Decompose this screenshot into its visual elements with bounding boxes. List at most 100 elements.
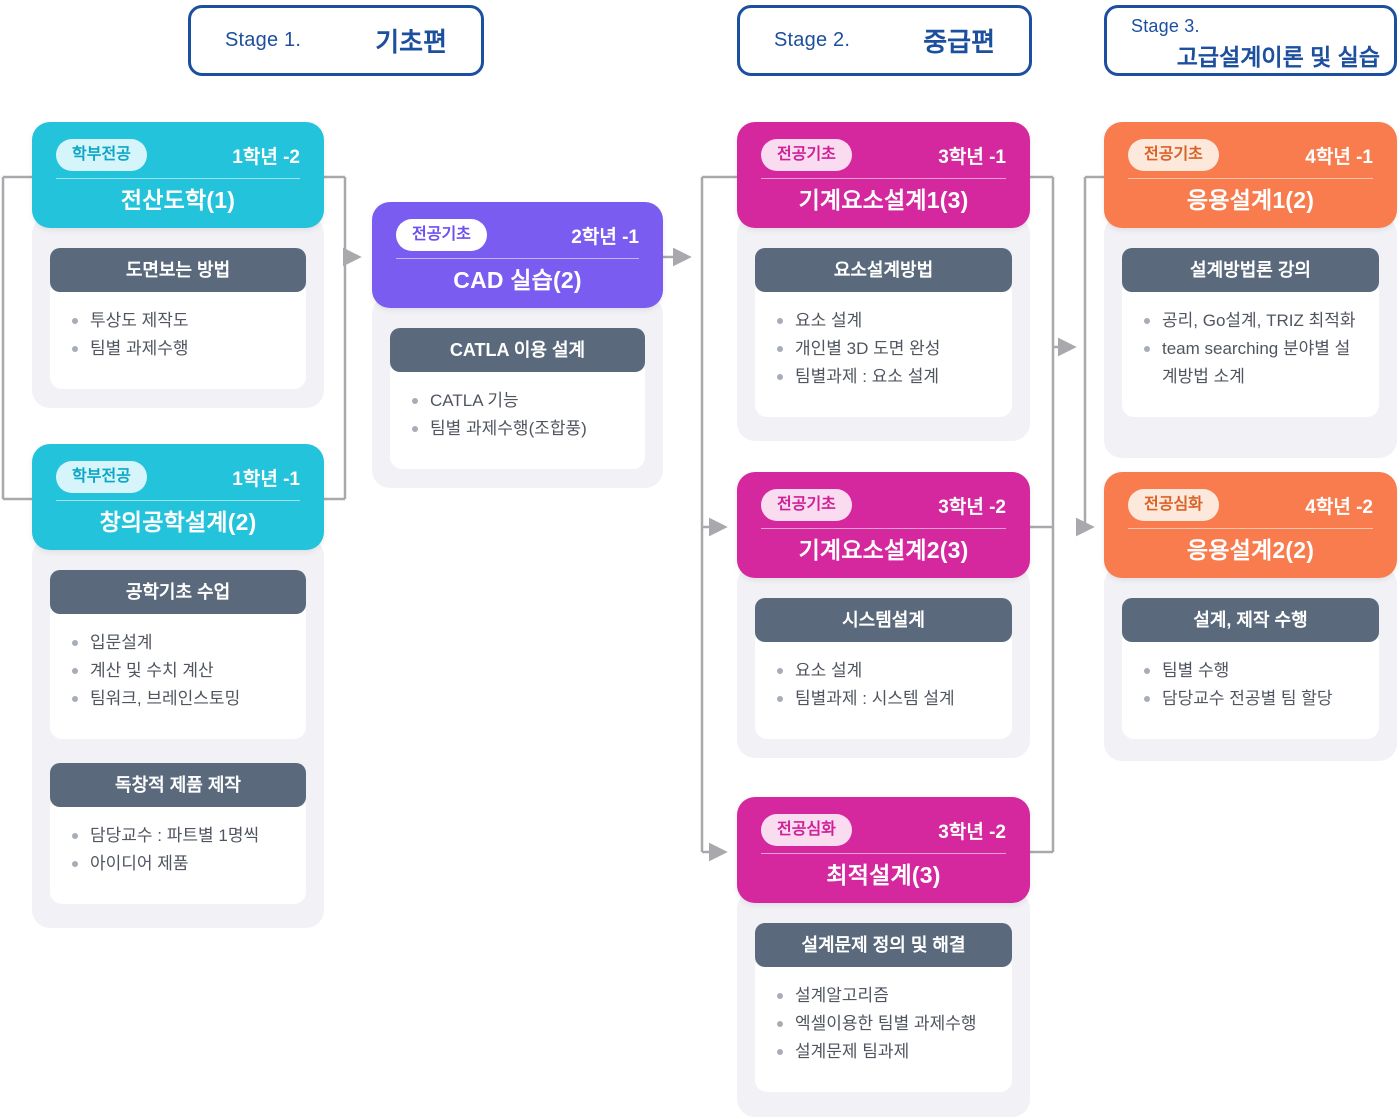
bullet-box: 공리, Go설계, TRIZ 최적화 team searching 분야별 설계…	[1122, 280, 1379, 417]
bullet-dot	[72, 833, 78, 839]
course-title: 전산도학(1)	[120, 187, 236, 213]
card-header: 전공기초 4학년 -1 응용설계1(2)	[1104, 122, 1397, 228]
bullet-item: 아이디어 제품	[72, 850, 288, 878]
course-title: 최적설계(3)	[826, 862, 941, 888]
card-header: 전공기초 3학년 -2 기계요소설계2(3)	[737, 472, 1030, 578]
term-label: 3학년 -2	[938, 821, 1006, 843]
course-card-yoso2: 전공기초 3학년 -2 기계요소설계2(3) 시스템설계 요소 설계 팀별과제 …	[737, 472, 1030, 758]
course-title: 응용설계1(2)	[1186, 187, 1315, 213]
card-header: 전공심화 4학년 -2 응용설계2(2)	[1104, 472, 1397, 578]
bullet-dot	[1144, 318, 1150, 324]
category-badge: 전공기초	[1128, 139, 1219, 171]
header-divider	[1128, 178, 1373, 179]
course-title: 기계요소설계1(3)	[798, 187, 969, 213]
category-badge: 전공기초	[761, 139, 852, 171]
card-header: 학부전공 1학년 -2 전산도학(1)	[32, 122, 324, 228]
bullet-item: 엑셀이용한 팀별 과제수행	[777, 1010, 994, 1038]
bullet-item: 계산 및 수치 계산	[72, 657, 288, 685]
section-heading: 도면보는 방법	[50, 248, 306, 292]
bullet-item: 설계알고리즘	[777, 982, 994, 1010]
bullet-dot	[1144, 668, 1150, 674]
course-section: 공학기초 수업 입문설계 계산 및 수치 계산 팀워크, 브레인스토밍	[50, 570, 306, 739]
header-divider	[761, 853, 1006, 854]
header-divider	[56, 500, 300, 501]
bullet-item: 담당교수 전공별 팀 할당	[1144, 685, 1361, 713]
course-section: 독창적 제품 제작 담당교수 : 파트별 1명씩 아이디어 제품	[50, 763, 306, 904]
course-card-choejeok: 전공심화 3학년 -2 최적설계(3) 설계문제 정의 및 해결 설계알고리즘 …	[737, 797, 1030, 1117]
category-badge: 전공심화	[761, 814, 852, 846]
header-divider	[396, 258, 639, 259]
bullet-item: 설계문제 팀과제	[777, 1038, 994, 1066]
term-label: 1학년 -2	[232, 146, 300, 168]
category-badge: 전공기초	[761, 489, 852, 521]
card-body: 설계문제 정의 및 해결 설계알고리즘 엑셀이용한 팀별 과제수행 설계문제 팀…	[737, 891, 1030, 1117]
bullet-item: 요소 설계	[777, 657, 994, 685]
course-card-yoso1: 전공기초 3학년 -1 기계요소설계1(3) 요소설계방법 요소 설계 개인별 …	[737, 122, 1030, 441]
course-section: 설계문제 정의 및 해결 설계알고리즘 엑셀이용한 팀별 과제수행 설계문제 팀…	[755, 923, 1012, 1092]
course-card-cad: 전공기초 2학년 -1 CAD 실습(2) CATLA 이용 설계 CATLA …	[372, 202, 663, 488]
bullet-dot	[777, 346, 783, 352]
term-label: 2학년 -1	[571, 226, 639, 248]
bullet-dot	[777, 1021, 783, 1027]
bullet-dot	[777, 696, 783, 702]
category-badge: 학부전공	[56, 139, 147, 171]
bullet-dot	[777, 318, 783, 324]
course-card-eungyong1: 전공기초 4학년 -1 응용설계1(2) 설계방법론 강의 공리, Go설계, …	[1104, 122, 1397, 458]
header-divider	[761, 528, 1006, 529]
category-badge: 전공심화	[1128, 489, 1219, 521]
term-label: 4학년 -2	[1305, 496, 1373, 518]
course-section: 시스템설계 요소 설계 팀별과제 : 시스템 설계	[755, 598, 1012, 739]
category-badge: 전공기초	[396, 219, 487, 251]
card-body: CATLA 이용 설계 CATLA 기능 팀별 과제수행(조합풍)	[372, 296, 663, 488]
card-body: 설계, 제작 수행 팀별 수행 담당교수 전공별 팀 할당	[1104, 566, 1397, 761]
card-body: 도면보는 방법 투상도 제작도 팀별 과제수행	[32, 216, 324, 408]
bullet-dot	[72, 318, 78, 324]
bullet-item: 공리, Go설계, TRIZ 최적화	[1144, 307, 1361, 335]
section-heading: 설계방법론 강의	[1122, 248, 1379, 292]
header-divider	[1128, 528, 1373, 529]
bullet-box: 요소 설계 개인별 3D 도면 완성 팀별과제 : 요소 설계	[755, 280, 1012, 417]
stage-2-header: Stage 2. 중급편	[737, 5, 1032, 76]
bullet-item: 팀별과제 : 요소 설계	[777, 363, 994, 391]
card-body: 시스템설계 요소 설계 팀별과제 : 시스템 설계	[737, 566, 1030, 758]
term-label: 3학년 -2	[938, 496, 1006, 518]
section-heading: 독창적 제품 제작	[50, 763, 306, 807]
bullet-box: 담당교수 : 파트별 1명씩 아이디어 제품	[50, 795, 306, 904]
bullet-dot	[412, 398, 418, 404]
bullet-item: 팀워크, 브레인스토밍	[72, 685, 288, 713]
bullet-dot	[1144, 346, 1150, 352]
section-heading: 설계, 제작 수행	[1122, 598, 1379, 642]
card-header: 학부전공 1학년 -1 창의공학설계(2)	[32, 444, 324, 550]
bullet-dot	[72, 696, 78, 702]
bullet-item: 팀별 수행	[1144, 657, 1361, 685]
bullet-item: 투상도 제작도	[72, 307, 288, 335]
course-section: CATLA 이용 설계 CATLA 기능 팀별 과제수행(조합풍)	[390, 328, 645, 469]
bullet-item: 입문설계	[72, 629, 288, 657]
term-label: 3학년 -1	[938, 146, 1006, 168]
bullet-dot	[777, 993, 783, 999]
card-header: 전공심화 3학년 -2 최적설계(3)	[737, 797, 1030, 903]
course-title: 기계요소설계2(3)	[798, 537, 969, 563]
bullet-dot	[72, 861, 78, 867]
course-title: 창의공학설계(2)	[99, 509, 257, 535]
stage-3-header: Stage 3. 고급설계이론 및 실습	[1104, 5, 1397, 76]
stage-3-label: Stage 3.	[1131, 16, 1200, 36]
bullet-box: CATLA 기능 팀별 과제수행(조합풍)	[390, 360, 645, 469]
course-section: 설계, 제작 수행 팀별 수행 담당교수 전공별 팀 할당	[1122, 598, 1379, 739]
bullet-box: 설계알고리즘 엑셀이용한 팀별 과제수행 설계문제 팀과제	[755, 955, 1012, 1092]
card-body: 공학기초 수업 입문설계 계산 및 수치 계산 팀워크, 브레인스토밍 독창적 …	[32, 538, 324, 928]
bullet-dot	[777, 668, 783, 674]
category-badge: 학부전공	[56, 461, 147, 493]
bullet-box: 투상도 제작도 팀별 과제수행	[50, 280, 306, 389]
stage-2-label: Stage 2.	[774, 29, 851, 51]
bullet-item: 요소 설계	[777, 307, 994, 335]
bullet-item: 개인별 3D 도면 완성	[777, 335, 994, 363]
bullet-box: 팀별 수행 담당교수 전공별 팀 할당	[1122, 630, 1379, 739]
card-header: 전공기초 3학년 -1 기계요소설계1(3)	[737, 122, 1030, 228]
header-divider	[761, 178, 1006, 179]
course-section: 도면보는 방법 투상도 제작도 팀별 과제수행	[50, 248, 306, 389]
card-body: 설계방법론 강의 공리, Go설계, TRIZ 최적화 team searchi…	[1104, 216, 1397, 458]
stage-1-header: Stage 1. 기초편	[188, 5, 484, 76]
stage-1-label: Stage 1.	[225, 29, 302, 51]
